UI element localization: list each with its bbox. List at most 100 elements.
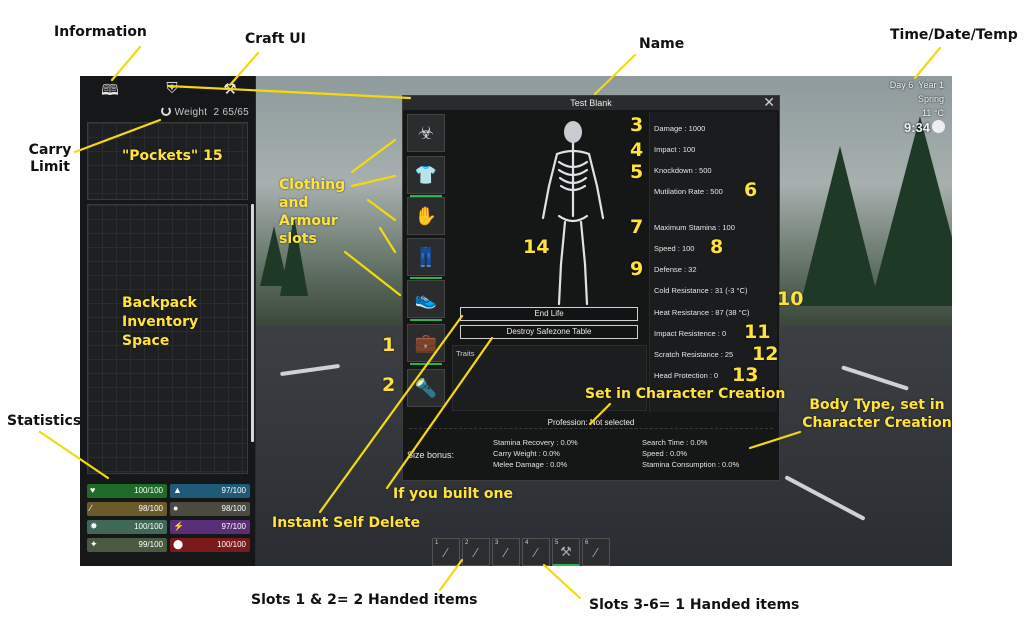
- annotation-number: 10: [777, 288, 804, 310]
- annotation-backpack: Backpack Inventory Space: [122, 295, 199, 349]
- stat-mutilation-rate: Mutilation Rate : 500: [654, 187, 723, 196]
- annotation-number: 4: [630, 139, 644, 161]
- divider: [409, 428, 773, 429]
- annotation-instant-delete: Instant Self Delete: [272, 515, 421, 531]
- stat-heat-resistance: Heat Resistance : 87 (38 °C): [654, 308, 750, 317]
- hammer-icon[interactable]: ⚒: [223, 81, 237, 98]
- hammer-icon: ⚒: [560, 543, 572, 559]
- stat-knockdown: Knockdown : 500: [654, 166, 712, 175]
- slot-accessory[interactable]: 🔦: [407, 369, 445, 407]
- destroy-safezone-table-button[interactable]: Destroy Safezone Table: [460, 325, 638, 339]
- character-window: Test Blank ✕ ☣ 👕 ✋ 👖 👟 💼 🔦: [402, 94, 780, 481]
- tree: [800, 146, 880, 306]
- annotation-number: 5: [630, 161, 644, 183]
- close-icon[interactable]: ✕: [763, 94, 775, 110]
- traits-label: Traits: [456, 349, 475, 358]
- size-bonus-search-time: Search Time : 0.0%: [642, 438, 708, 447]
- hud-year: Year 1: [918, 80, 944, 90]
- gloves-icon: ✋: [414, 205, 438, 226]
- end-life-button[interactable]: End Life: [460, 307, 638, 321]
- annotation-body-type: Body Type, set in Character Creation: [802, 397, 952, 431]
- hotbar-slot[interactable]: 6∕: [582, 538, 610, 566]
- character-stats: Damage : 1000 Impact : 100 Knockdown : 5…: [649, 112, 777, 412]
- blade-icon: ∕: [504, 544, 508, 560]
- annotation-number: 11: [744, 321, 771, 343]
- stat-damage: Damage : 1000: [654, 124, 706, 133]
- game-screen: 🕮 ⛨ ⚒ Weight 2 65/65 ♥100/100▲97/100∕98/…: [80, 76, 952, 566]
- stat-defense: Defense : 32: [654, 265, 697, 274]
- hud-temperature: 11 °C: [922, 108, 944, 118]
- hotbar-slot-number: 5: [555, 540, 559, 546]
- virus-icon: ✸: [90, 521, 98, 531]
- energy-icon: ⚡: [173, 521, 185, 531]
- hud-date: Day 6 Year 1: [890, 80, 944, 90]
- slot-head[interactable]: ☣: [407, 114, 445, 152]
- weight-label: Weight: [174, 107, 208, 118]
- annotation-number: 6: [744, 179, 758, 201]
- slot-torso[interactable]: 👕: [407, 156, 445, 197]
- tree: [870, 116, 952, 306]
- size-bonus-stamina-recovery: Stamina Recovery : 0.0%: [493, 438, 578, 447]
- weight-icon: [160, 106, 171, 116]
- size-bonus-carry-weight: Carry Weight : 0.0%: [493, 449, 560, 458]
- annotation-slots-1-2: Slots 1 & 2= 2 Handed items: [251, 592, 478, 608]
- hotbar-slot[interactable]: 4∕: [522, 538, 550, 566]
- annotation-time-date-temp: Time/Date/Temp: [890, 27, 1018, 43]
- stat-cold-resistance: Cold Resistance : 31 (-3 °C): [654, 286, 748, 295]
- slot-hands[interactable]: ✋: [407, 197, 445, 235]
- pockets-grid[interactable]: [87, 122, 248, 200]
- annotation-number: 9: [630, 258, 644, 280]
- stat-scratch-resistance: Scratch Resistance : 25: [654, 350, 734, 359]
- hotbar-slot[interactable]: 5⚒: [552, 538, 580, 566]
- profession-label: Profession: Not selected: [547, 418, 635, 427]
- blade-icon: ∕: [594, 544, 598, 560]
- weight-value: 2 65/65: [213, 107, 249, 118]
- shield-icon[interactable]: ⛨: [166, 80, 178, 97]
- slot-condition-bar: [410, 195, 442, 197]
- size-bonus-speed: Speed : 0.0%: [642, 449, 688, 458]
- character-name: Test Blank: [403, 96, 779, 110]
- blade-icon: ∕: [444, 544, 448, 560]
- book-icon[interactable]: 🕮: [101, 82, 119, 99]
- hud-time: 9:34: [903, 120, 930, 135]
- hud-day: Day 6: [889, 80, 914, 90]
- annotation-number: 3: [630, 114, 644, 136]
- hotbar-slot-number: 1: [435, 540, 439, 546]
- annotation-if-built: If you built one: [393, 486, 513, 502]
- backpack-grid[interactable]: [87, 204, 248, 474]
- stat-value: 100/100: [134, 486, 163, 495]
- body-skeleton-icon: [541, 121, 605, 306]
- stat-value: 100/100: [217, 540, 246, 549]
- hotbar-slot[interactable]: 1∕: [432, 538, 460, 566]
- annotation-statistics: Statistics: [7, 413, 82, 429]
- annotation-clothing: Clothing and Armour slots: [279, 177, 346, 247]
- annotation-carry-limit: Carry Limit: [28, 142, 72, 175]
- stat-bar: ✦99/100: [87, 538, 167, 552]
- backpack-icon: 💼: [414, 332, 438, 353]
- inventory-panel: 🕮 ⛨ ⚒ Weight 2 65/65 ♥100/100▲97/100∕98/…: [80, 76, 256, 566]
- hotbar-slot[interactable]: 3∕: [492, 538, 520, 566]
- backpack-scrollbar[interactable]: [251, 204, 254, 442]
- fitness-icon: ✦: [90, 539, 98, 549]
- helmet-icon: ☣: [417, 122, 435, 143]
- carry-weight: Weight 2 65/65: [160, 106, 249, 118]
- annotation-number: 7: [630, 216, 644, 238]
- blood-icon: ⬤: [173, 539, 184, 549]
- slot-feet[interactable]: 👟: [407, 280, 445, 321]
- hotbar-slot[interactable]: 2∕: [462, 538, 490, 566]
- stat-bar: ✸ 100/100: [87, 520, 167, 534]
- hotbar-slot-number: 3: [495, 540, 499, 546]
- stat-value: 100/100: [134, 522, 163, 531]
- heart-icon: ♥: [90, 485, 96, 495]
- annotation-information: Information: [54, 24, 147, 40]
- stat-bar: ▲97/100: [170, 484, 250, 498]
- bladder-icon: ●: [173, 503, 179, 513]
- slot-legs[interactable]: 👖: [407, 238, 445, 279]
- stat-maximum-stamina: Maximum Stamina : 100: [654, 223, 735, 232]
- slot-backpack[interactable]: 💼: [407, 324, 445, 365]
- stat-head-protection: Head Protection : 0: [654, 371, 719, 380]
- shoe-icon: 👟: [414, 288, 438, 309]
- blade-icon: ∕: [534, 544, 538, 560]
- annotation-craft-ui: Craft UI: [245, 31, 306, 47]
- pants-icon: 👖: [414, 246, 438, 267]
